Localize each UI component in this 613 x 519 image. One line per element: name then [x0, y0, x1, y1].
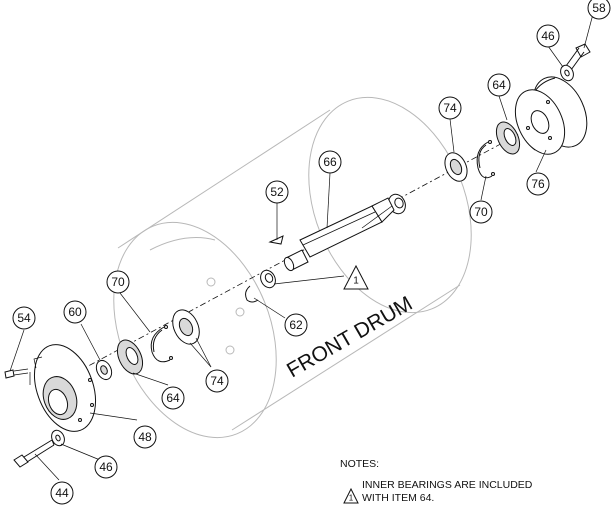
- svg-text:44: 44: [55, 486, 69, 500]
- notes-flag-icon: [343, 487, 359, 504]
- notes-flag-number: 1: [349, 494, 354, 503]
- front-drum-label: FRONT DRUM: [283, 292, 416, 382]
- inner-bearing-left: [260, 269, 276, 289]
- screw-54: [4, 368, 29, 379]
- svg-text:46: 46: [99, 460, 113, 474]
- notes-line-2: WITH ITEM 64.: [362, 492, 434, 504]
- callout-70-left: 70: [106, 270, 130, 294]
- note-flag-number: 1: [353, 276, 359, 287]
- callout-48: 48: [133, 425, 157, 449]
- callout-46-bottom: 46: [94, 455, 118, 479]
- svg-text:64: 64: [166, 391, 180, 405]
- snap-ring-70-right: [476, 140, 495, 179]
- svg-text:62: 62: [289, 318, 303, 332]
- svg-text:70: 70: [474, 205, 488, 219]
- bolt-44: [13, 439, 55, 468]
- bearing-64-top: [495, 121, 521, 155]
- shaft-66: [283, 197, 395, 272]
- note-flag-marker: 1: [343, 264, 369, 290]
- svg-text:64: 64: [492, 78, 506, 92]
- front-drum-outline: [113, 96, 472, 439]
- snap-ring-62: [245, 285, 259, 303]
- callout-66: 66: [318, 150, 342, 174]
- callout-46-top: 46: [536, 24, 560, 48]
- callout-74-bottom: 74: [205, 369, 229, 393]
- hub-76: [514, 76, 588, 155]
- callout-74-top: 74: [438, 96, 462, 120]
- callout-76: 76: [526, 172, 550, 196]
- svg-text:52: 52: [270, 185, 284, 199]
- svg-text:74: 74: [443, 101, 457, 115]
- seal-74-bottom: [172, 309, 200, 345]
- notes-block: NOTES: 1 INNER BEARINGS ARE INCLUDED WIT…: [340, 458, 533, 504]
- callout-62: 62: [284, 313, 308, 337]
- svg-text:74: 74: [210, 374, 224, 388]
- washer-46-bottom: [51, 429, 65, 447]
- washer-60: [95, 359, 113, 381]
- callout-64-bottom: 64: [161, 386, 185, 410]
- svg-text:48: 48: [138, 430, 152, 444]
- hub-48: [29, 344, 96, 432]
- bolt-58: [565, 43, 591, 71]
- callout-54: 54: [12, 306, 36, 330]
- notes-line-1: INNER BEARINGS ARE INCLUDED: [362, 479, 533, 491]
- svg-text:70: 70: [111, 275, 125, 289]
- callout-44: 44: [50, 481, 74, 505]
- leader-lines: [9, 13, 594, 481]
- seal-74-top: [444, 152, 468, 182]
- svg-text:76: 76: [531, 177, 545, 191]
- callout-70-right: 70: [469, 200, 493, 224]
- bearing-64-bottom: [116, 339, 144, 375]
- svg-text:60: 60: [68, 305, 82, 319]
- svg-text:66: 66: [323, 155, 337, 169]
- svg-text:58: 58: [592, 1, 606, 15]
- svg-text:46: 46: [541, 29, 555, 43]
- callout-64-top: 64: [487, 73, 511, 97]
- callout-52: 52: [265, 180, 289, 204]
- callout-60: 60: [63, 300, 87, 324]
- callout-58: 58: [587, 0, 611, 20]
- notes-heading: NOTES:: [340, 458, 379, 470]
- svg-text:54: 54: [17, 311, 31, 325]
- key-52: [268, 235, 284, 245]
- snap-ring-70-left: [150, 325, 173, 363]
